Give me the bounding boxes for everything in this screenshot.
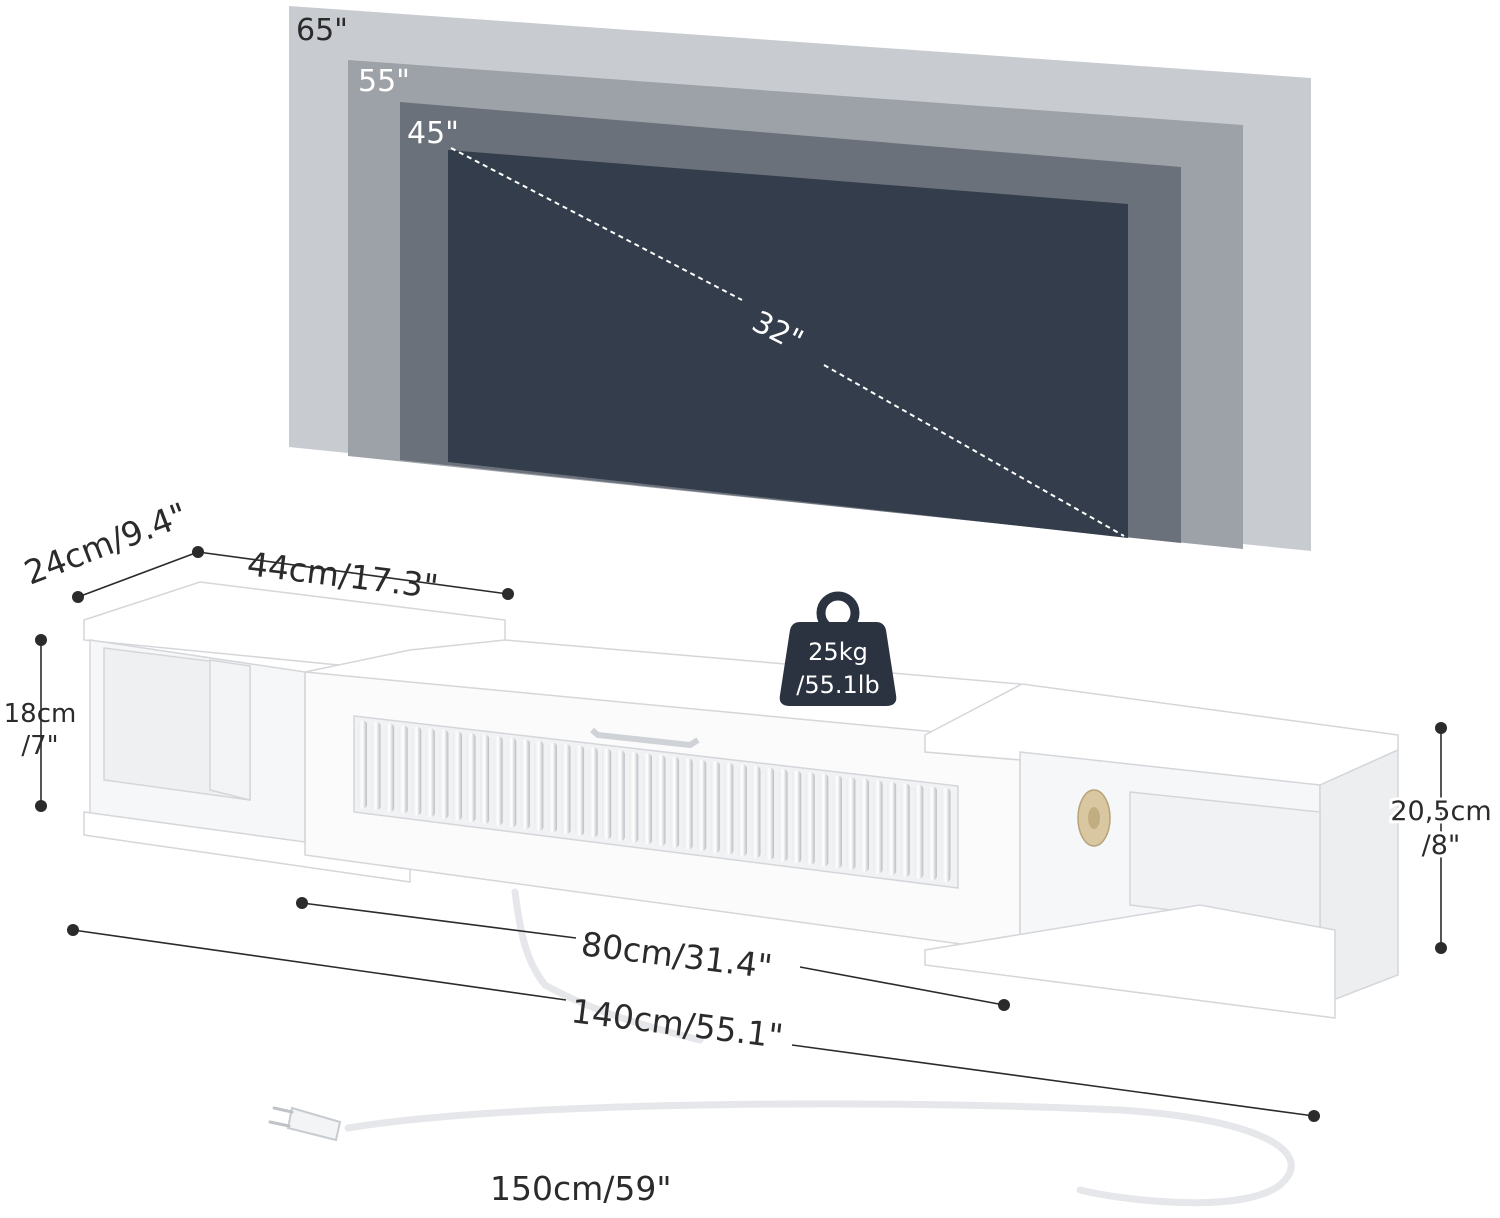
glass-slat [480,734,490,824]
glass-slat [778,769,788,862]
glass-slat [724,762,734,855]
weight-lb-label: /55.1lb [796,671,879,699]
glass-slat [398,725,408,814]
tv-65-label: 65" [296,13,348,48]
left-height-label-line1: 18cm [4,699,77,729]
tv-45-label: 45" [407,116,459,151]
glass-slat [900,783,910,877]
depth-label: 24cm/9.4" [19,495,193,593]
glass-slat [860,778,870,872]
glass-slat [846,777,856,870]
glass-slat [615,750,625,841]
weight-icon [779,622,897,706]
glass-slat [819,773,829,867]
glass-slat [371,722,381,811]
glass-slat [493,736,503,826]
diagonal-dashed-line [450,147,743,301]
glass-slat [575,745,585,836]
glass-slat [602,748,612,840]
left-shelf-inner-panel [209,659,251,801]
glass-slat [751,766,761,859]
right-shelf-bottom [924,904,1336,1019]
glass-slat [385,723,395,812]
drawer-width-label: 80cm/31.4" [579,924,774,986]
glass-slat [629,751,639,843]
glass-slat [710,761,720,853]
glass-slat [887,781,897,876]
glass-slat [656,755,666,847]
glass-slat [452,731,462,821]
floating-tv-cabinet [83,581,1399,1019]
cable-grommet-hole [1088,807,1100,829]
left-shelf-bottom [83,811,411,883]
glass-slat [805,772,815,865]
glass-slat [547,742,557,833]
dimension-lines [35,546,1447,1122]
glass-slat [927,786,937,881]
glass-slat [832,775,842,869]
power-cord [268,888,1295,1207]
tv-55-label: 55" [358,64,410,99]
glass-slat [561,744,571,835]
glass-slat [412,726,422,816]
right-shelf-opening [1129,791,1321,929]
glass-slat [873,780,883,874]
tv-size-comparison: 65" 55" 45" 32" [289,6,1311,551]
total-width-label: 140cm/55.1" [569,991,785,1056]
drawer-handle [590,727,700,749]
glass-slat [765,767,775,860]
glass-slat [507,737,517,828]
glass-slat [588,747,598,838]
glass-slat [534,740,544,831]
glass-slat [737,764,747,857]
glass-slat [642,753,652,845]
glass-slat [358,720,367,809]
weight-kg-label: 25kg [808,638,868,666]
weight-capacity-badge: 25kg /55.1lb [779,591,897,706]
glass-slat [439,729,449,819]
glass-slat [697,759,707,852]
glass-slat [670,756,680,848]
glass-slat [425,728,435,818]
cord-length-label: 150cm/59" [490,1169,672,1208]
power-plug-icon [286,1106,342,1142]
glass-slats [358,720,951,882]
right-height-label-line1: 20,5cm [1390,796,1491,827]
glass-slat [941,788,951,882]
glass-slat [520,739,530,829]
glass-slat [683,758,693,850]
left-height-label-line2: /7" [21,731,58,761]
glass-slat [792,770,802,864]
glass-slat [914,784,924,879]
diagonal-dashed-line [823,364,1125,537]
glass-slat [466,733,476,823]
right-height-label-line2: /8" [1422,830,1461,861]
